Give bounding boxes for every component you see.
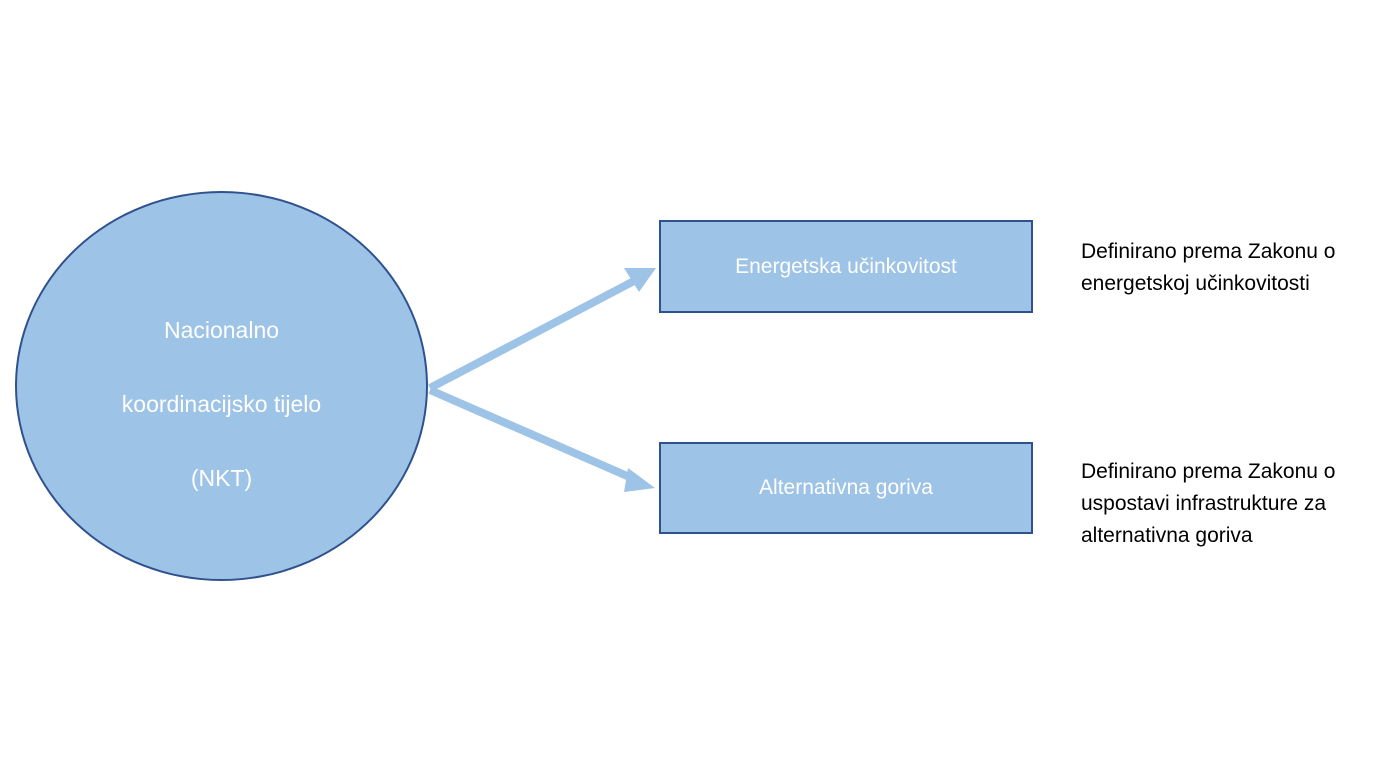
note-alternativna-line-1: Definirano prema Zakonu o <box>1081 460 1336 483</box>
central-node-line-2: koordinacijsko tijelo <box>121 391 322 417</box>
arrowhead-alternativna <box>624 468 655 492</box>
note-alternativna: Definirano prema Zakonu o uspostavi infr… <box>1081 456 1393 552</box>
box-label-alternativna: Alternativna goriva <box>759 476 933 499</box>
central-node-label: Nacionalno koordinacijsko tijelo (NKT) <box>87 275 357 497</box>
arrow-to-energetska <box>428 277 636 392</box>
note-alternativna-line-2: uspostavi infrastrukture za <box>1081 492 1327 515</box>
arrowhead-energetska <box>624 268 656 292</box>
note-energetska-line-2: energetskoj učinkovitosti <box>1081 272 1310 295</box>
note-alternativna-line-3: alternativna goriva <box>1081 524 1253 547</box>
box-label-energetska: Energetska učinkovitost <box>735 254 957 278</box>
central-node-nkt: Nacionalno koordinacijsko tijelo (NKT) <box>15 191 428 581</box>
note-energetska-line-1: Definirano prema Zakonu o <box>1081 240 1336 263</box>
central-node-line-3: (NKT) <box>190 465 253 491</box>
arrow-to-alternativna <box>428 386 636 483</box>
central-node-line-1: Nacionalno <box>163 317 280 343</box>
note-energetska: Definirano prema Zakonu o energetskoj uč… <box>1081 236 1393 300</box>
box-energetska-ucinkovitost: Energetska učinkovitost <box>659 220 1033 313</box>
box-alternativna-goriva: Alternativna goriva <box>659 442 1033 534</box>
